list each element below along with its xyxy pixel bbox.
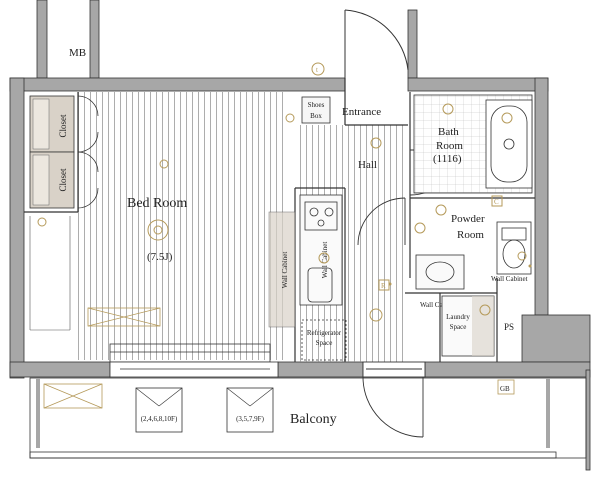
laundry-label-1: Laundry	[446, 313, 470, 321]
bath-room: Bath Room (1116)	[413, 94, 533, 194]
electrical-symbols: t C R	[37, 62, 532, 322]
powder-room: Powder Room Wall Cabinet Wall Cabinet	[415, 213, 532, 309]
balcony-door	[362, 361, 426, 438]
closet-label-1: Closet	[58, 114, 68, 138]
shoes-box-label-1: Shoes	[308, 101, 325, 109]
gb-label: GB	[500, 385, 510, 393]
bath-label-1: Bath	[438, 126, 459, 138]
gb-box: GB	[497, 379, 515, 395]
kitchen-wall-cabinet: Wall Cabinet	[268, 211, 296, 328]
bedroom-size: (7.5J)	[147, 251, 173, 263]
wall-cabinet-label-4: Wall Cabinet	[420, 301, 457, 309]
hall-label: Hall	[358, 159, 377, 171]
entrance-door	[344, 9, 409, 78]
bath-label-3: (1116)	[433, 153, 462, 165]
floors-right-label: (3,5,7,9F)	[236, 415, 264, 423]
ps-label: PS	[504, 322, 514, 332]
wall-cabinet-label-2: Wall Cabinet	[281, 252, 289, 289]
laundry-space: Laundry Space	[441, 295, 495, 357]
bedroom-window	[109, 343, 279, 378]
kitchen-counter: Wall Cabinet	[299, 194, 343, 306]
bedroom-label: Bed Room	[127, 196, 187, 211]
symbol-t: t	[316, 66, 318, 74]
balcony: (2,4,6,8,10F) (3,5,7,9F) Balcony	[29, 377, 587, 459]
laundry-label-2: Space	[450, 323, 467, 331]
powder-label-1: Powder	[451, 213, 485, 225]
bath-label-2: Room	[436, 140, 463, 152]
bedroom-shelf	[29, 216, 71, 331]
refrigerator-label-1: Refrigerator	[307, 329, 342, 337]
wall-cabinet-label-1: Wall Cabinet	[321, 242, 329, 279]
shaft-wall-right	[407, 9, 418, 79]
entrance-label: Entrance	[342, 106, 381, 118]
mb-shaft: MB	[36, 0, 100, 79]
exterior-walls	[9, 77, 591, 471]
powder-label-2: Room	[457, 229, 484, 241]
balcony-label: Balcony	[290, 412, 337, 427]
closet-label-2: Closet	[58, 168, 68, 192]
shoes-box-label-2: Box	[310, 112, 322, 120]
symbol-r: R	[381, 282, 386, 290]
mb-label: MB	[69, 47, 86, 59]
refrigerator-label-2: Space	[316, 339, 333, 347]
refrigerator-space: Refrigerator Space	[301, 319, 347, 361]
floors-left-label: (2,4,6,8,10F)	[141, 415, 178, 423]
ac-unit	[87, 307, 161, 327]
wall-cabinet-label-3: Wall Cabinet	[491, 275, 528, 283]
closets: Closet Closet	[29, 95, 99, 209]
symbol-c: C	[494, 198, 499, 206]
shoes-box: Shoes Box	[301, 96, 331, 124]
bedroom-floor	[78, 92, 288, 360]
